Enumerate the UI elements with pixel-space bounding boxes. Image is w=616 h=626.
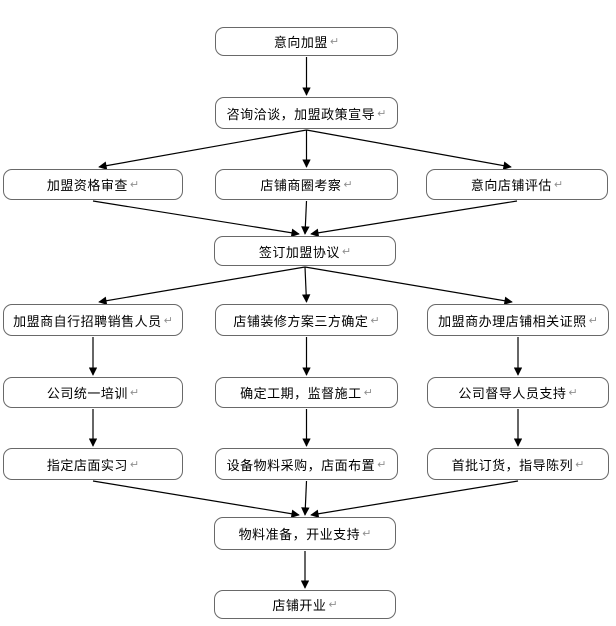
- return-mark: ↵: [588, 314, 598, 327]
- flow-node-procurement: 设备物料采购，店面布置↵: [215, 448, 398, 480]
- node-label: 意向店铺评估: [470, 178, 552, 193]
- flow-arrow: [301, 266, 311, 303]
- flow-arrow: [92, 200, 300, 237]
- flow-arrow: [301, 200, 310, 235]
- return-mark: ↵: [328, 599, 338, 611]
- flow-node-intent: 意向加盟↵: [215, 27, 398, 56]
- node-label: 加盟商办理店铺相关证照: [438, 313, 587, 329]
- flow-arrow: [306, 129, 512, 170]
- return-mark: ↵: [129, 458, 140, 471]
- flow-node-licenses: 加盟商办理店铺相关证照↵: [427, 304, 609, 336]
- return-mark: ↵: [377, 107, 387, 120]
- flow-node-store-opening: 店铺开业↵: [214, 590, 396, 619]
- node-label: 意向加盟: [273, 35, 328, 50]
- return-mark: ↵: [362, 528, 372, 540]
- flow-node-supervision: 确定工期，监督施工↵: [215, 377, 398, 408]
- flow-arrow: [304, 266, 513, 305]
- node-label: 店铺开业: [272, 598, 327, 613]
- node-label: 加盟商自行招聘销售人员: [13, 313, 162, 329]
- node-label: 确定工期，监督施工: [240, 386, 362, 401]
- node-label: 加盟资格审查: [46, 178, 128, 193]
- return-mark: ↵: [363, 387, 373, 399]
- flow-node-renovation: 店铺装修方案三方确定↵: [215, 304, 398, 336]
- return-mark: ↵: [129, 387, 140, 399]
- node-label: 首批订货，指导陈列: [451, 457, 574, 473]
- node-label: 公司统一培训: [46, 386, 128, 401]
- return-mark: ↵: [343, 179, 353, 191]
- flow-node-trade-area: 店铺商圈考察↵: [215, 169, 398, 200]
- flow-node-first-order: 首批订货，指导陈列↵: [427, 448, 609, 480]
- return-mark: ↵: [568, 387, 578, 399]
- return-mark: ↵: [129, 179, 140, 191]
- flow-node-training: 公司统一培训↵: [3, 377, 183, 408]
- flow-node-material-prep: 物料准备，开业支持↵: [214, 517, 396, 550]
- flow-node-supervisor-support: 公司督导人员支持↵: [427, 377, 609, 408]
- return-mark: ↵: [370, 314, 380, 327]
- flow-arrow: [98, 266, 306, 305]
- node-label: 签订加盟协议: [258, 244, 340, 260]
- flow-node-qualification: 加盟资格审查↵: [3, 169, 183, 200]
- flow-node-sign-agreement: 签订加盟协议↵: [214, 236, 396, 266]
- flow-arrow: [310, 480, 519, 518]
- node-label: 指定店面实习: [46, 457, 128, 473]
- node-label: 咨询洽谈，加盟政策宣导: [226, 106, 376, 122]
- return-mark: ↵: [329, 36, 340, 48]
- return-mark: ↵: [575, 458, 585, 471]
- node-label: 店铺商圈考察: [260, 178, 342, 193]
- flow-arrow: [98, 129, 307, 170]
- node-label: 公司督导人员支持: [458, 386, 567, 401]
- connector-edges: [88, 57, 523, 589]
- flow-node-evaluation: 意向店铺评估↵: [426, 169, 608, 200]
- flow-node-recruit: 加盟商自行招聘销售人员↵: [3, 304, 183, 336]
- node-label: 设备物料采购，店面布置: [226, 457, 376, 473]
- node-label: 店铺装修方案三方确定: [233, 313, 369, 329]
- flow-node-consult: 咨询洽谈，加盟政策宣导↵: [215, 97, 398, 129]
- flow-arrow: [92, 480, 300, 518]
- node-label: 物料准备，开业支持: [238, 527, 361, 542]
- flow-node-internship: 指定店面实习↵: [3, 448, 183, 480]
- flow-arrow: [310, 200, 518, 237]
- flow-arrow: [301, 480, 310, 516]
- return-mark: ↵: [553, 179, 564, 191]
- return-mark: ↵: [341, 245, 352, 258]
- return-mark: ↵: [163, 314, 173, 327]
- return-mark: ↵: [377, 458, 387, 471]
